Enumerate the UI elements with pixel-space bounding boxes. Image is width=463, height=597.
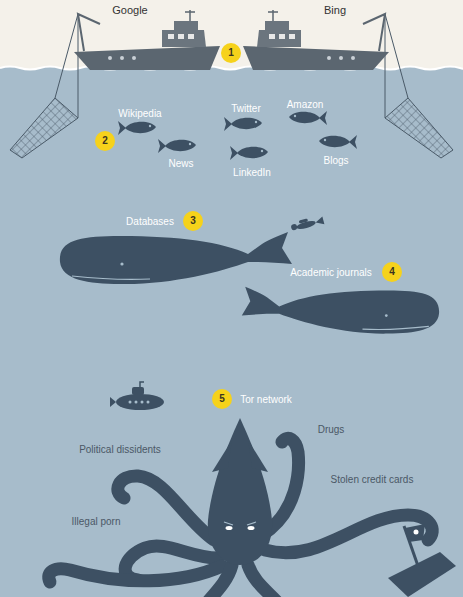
area-label: Academic journals: [290, 267, 372, 278]
callout-number-text: 4: [389, 267, 395, 277]
fishing-net: [10, 98, 78, 158]
squid-fin: [212, 440, 232, 472]
tentacle: [205, 565, 232, 597]
callout-number: 3: [183, 211, 203, 231]
right-net: [385, 14, 453, 158]
boat-porthole: [108, 56, 136, 60]
fish: [158, 139, 196, 153]
area-label: Illegal porn: [72, 516, 121, 527]
callout-number: 2: [95, 131, 115, 151]
diver-tank: [299, 218, 308, 223]
area-label: LinkedIn: [233, 167, 271, 178]
area-label: Political dissidents: [79, 444, 161, 455]
boat-outline: [70, 2, 235, 74]
boat-porthole: [327, 56, 355, 60]
area-label: News: [168, 158, 193, 169]
boat-crane: [78, 14, 100, 51]
diver-fins: [315, 216, 325, 226]
area-label: Databases: [126, 216, 174, 227]
whale: [60, 232, 292, 284]
boat-window: [269, 34, 295, 39]
boat-cabin: [162, 30, 206, 47]
pirate-flag: [405, 524, 425, 542]
diver: [290, 215, 324, 233]
search-engine-name: Google: [112, 4, 147, 16]
squid-fin: [248, 440, 268, 472]
area-label: Amazon: [287, 99, 324, 110]
giant-squid: [49, 418, 433, 597]
fishing-boat: Google: [70, 2, 235, 74]
periscope: [140, 382, 144, 387]
skull: [414, 530, 419, 535]
tentacle: [49, 566, 222, 582]
callout-number: 5: [212, 389, 232, 409]
boat-outline: [228, 2, 393, 74]
search-engine-name: Bing: [324, 4, 346, 16]
porthole: [141, 401, 144, 404]
area-label: Tor network: [240, 394, 292, 405]
water: [0, 67, 463, 597]
boat-bridge: [265, 21, 289, 30]
porthole: [147, 401, 150, 404]
callout-number: 1: [221, 43, 241, 63]
boat-bridge: [174, 21, 198, 30]
area-label: Blogs: [323, 155, 348, 166]
fish: [289, 111, 327, 125]
diver-head: [290, 223, 297, 230]
submarine-tower: [132, 387, 144, 395]
boat-crane: [363, 14, 385, 51]
boat-window: [168, 34, 194, 39]
callout-number-text: 3: [190, 216, 196, 226]
fish: [224, 117, 262, 131]
area-label: Drugs: [318, 424, 345, 435]
boat-mast: [268, 10, 278, 21]
boat-hull: [243, 46, 389, 70]
tentacle: [118, 476, 214, 540]
squid-brow: [224, 522, 256, 525]
tentacle: [248, 565, 280, 597]
fish: [319, 135, 357, 149]
tentacle: [265, 515, 432, 553]
boat-hull: [74, 46, 220, 70]
fish: [230, 146, 268, 160]
callout-number-text: 5: [219, 394, 225, 404]
area-label: Twitter: [231, 103, 260, 114]
porthole: [129, 401, 132, 404]
squid-eye: [248, 526, 255, 530]
area-label: Stolen credit cards: [331, 474, 414, 485]
submarine: [110, 382, 164, 410]
propeller: [110, 397, 116, 407]
squid-eye: [226, 526, 233, 530]
squid-mantle: [208, 418, 272, 565]
wave-crest: [0, 67, 463, 70]
whale: [242, 287, 439, 334]
porthole: [135, 401, 138, 404]
fish: [118, 121, 156, 135]
callout-number-text: 1: [228, 48, 234, 58]
callout-number: 4: [382, 262, 402, 282]
boat-mast: [185, 10, 195, 21]
boat-cabin: [257, 30, 301, 47]
left-net: [10, 14, 78, 158]
shipwreck: [388, 524, 456, 597]
fishing-boat: Bing: [228, 2, 393, 74]
wreck-hull: [388, 552, 456, 597]
fishing-net: [385, 98, 453, 158]
area-label: Wikipedia: [118, 108, 161, 119]
callout-number-text: 2: [102, 136, 108, 146]
submarine-hull: [116, 394, 164, 410]
